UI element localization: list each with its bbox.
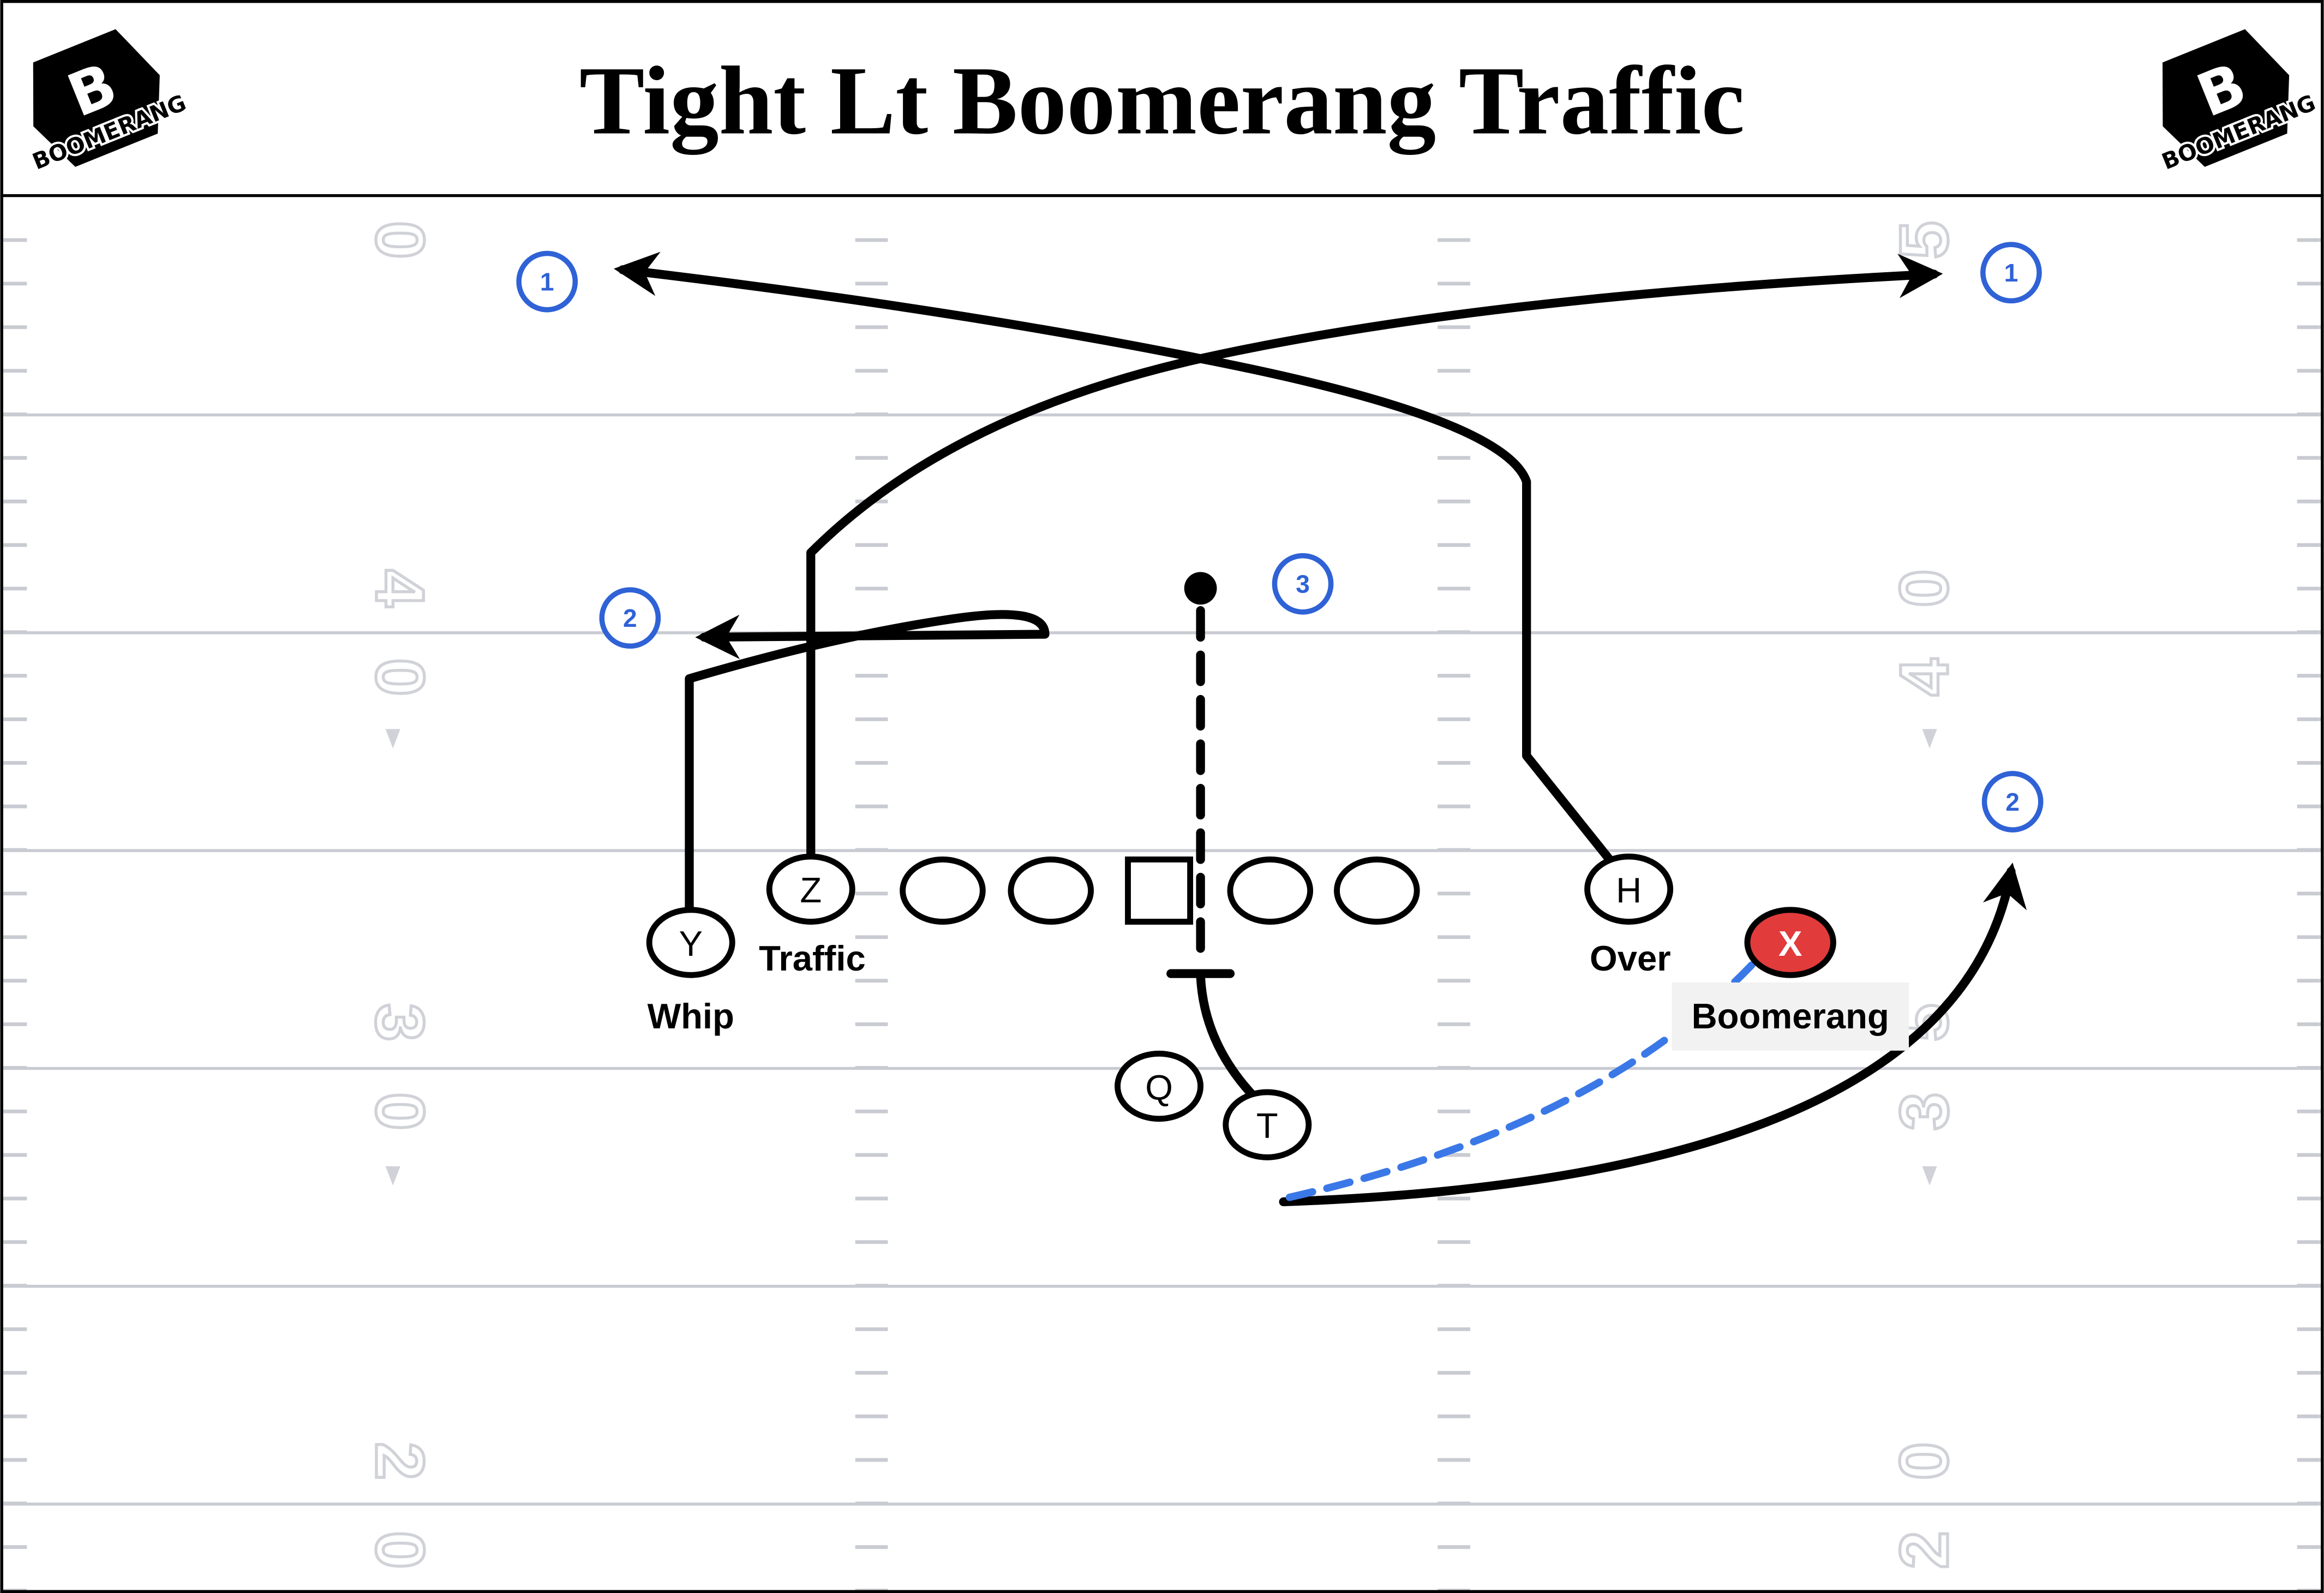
- player-letter: T: [1256, 1106, 1278, 1146]
- read-number: 1: [540, 267, 554, 296]
- player-letter: H: [1616, 870, 1642, 910]
- yard-number: 0: [362, 658, 438, 696]
- logo-badge-shape: [33, 29, 160, 167]
- player-label: Whip: [648, 996, 734, 1036]
- player-h: H Over: [1584, 853, 1674, 978]
- page-title: Tight Lt Boomerang Traffic: [579, 46, 1745, 155]
- player-letter: X: [1778, 924, 1802, 963]
- read-number: 2: [623, 604, 637, 632]
- yard-numbers-left: 0 4 0 3 0 2 0: [360, 220, 439, 1571]
- read-circle: [516, 250, 578, 313]
- player-circle: [1584, 853, 1674, 925]
- label-background: [1672, 982, 1909, 1051]
- lineman-right-guard: [1227, 857, 1314, 925]
- player-circle: [766, 853, 855, 925]
- yard-number: 5: [1886, 221, 1962, 259]
- lineman-left-tackle: [900, 857, 986, 925]
- read-badge-3: 3: [1272, 553, 1334, 615]
- t-motion-route: [1196, 971, 1261, 1104]
- player-circle: [1115, 1050, 1204, 1122]
- hash-marks: [3, 238, 2321, 1593]
- logo-badge-shape: [2163, 29, 2290, 167]
- yard-number: 3: [362, 1003, 438, 1041]
- read-number: 2: [2005, 788, 2020, 816]
- t-boomerang-route: [1279, 863, 2027, 1207]
- y-whip-route: [685, 610, 1050, 916]
- yard-number: 2: [1886, 1531, 1962, 1568]
- triangle-marker: [385, 1166, 400, 1186]
- player-z: Z Traffic: [759, 853, 866, 978]
- read-badge-2-left: 2: [599, 587, 661, 649]
- player-t: T: [1223, 1089, 1312, 1160]
- offensive-line: [900, 857, 1420, 925]
- yard-number: 4: [1886, 658, 1962, 696]
- yard-number: 0: [1886, 570, 1962, 607]
- z-traffic-route: [806, 254, 1943, 864]
- h-over-route: [614, 251, 1614, 864]
- lineman-right-tackle: [1334, 857, 1420, 925]
- yard-number: 0: [362, 1092, 438, 1130]
- triangle-marker: [1922, 1166, 1937, 1186]
- lineman-left-guard: [1008, 857, 1094, 925]
- player-letter: Q: [1145, 1067, 1173, 1107]
- yard-number: 0: [362, 221, 438, 259]
- player-circle: [646, 907, 735, 978]
- yard-number: 2: [362, 1442, 438, 1480]
- header-bar: [0, 0, 2324, 196]
- triangle-marker: [385, 729, 400, 748]
- player-circle-highlighted: [1744, 907, 1836, 978]
- player-y: Y Whip: [646, 907, 735, 1036]
- player-label: Boomerang: [1692, 996, 1889, 1036]
- routes: [614, 251, 2027, 1207]
- player-letter: Y: [679, 924, 702, 963]
- player-x: X Boomerang: [1672, 907, 1909, 1051]
- read-number: 1: [2004, 259, 2018, 287]
- direction-arrows: [385, 729, 1937, 1186]
- player-label: Traffic: [759, 938, 866, 978]
- read-circle: [1272, 553, 1334, 615]
- read-circle: [1980, 242, 2042, 304]
- read-badge-1-right: 1: [1980, 242, 2042, 304]
- yard-number: 0: [1886, 1442, 1962, 1480]
- read-circle: [1981, 771, 2044, 833]
- player-q: Q: [1115, 1050, 1204, 1122]
- player-letter: Z: [800, 870, 822, 910]
- yard-lines: [3, 413, 2321, 1506]
- yard-number: 0: [362, 1531, 438, 1568]
- read-badges: 1 1 2 2 3: [516, 242, 2044, 833]
- yard-number: 3: [1886, 1092, 1962, 1130]
- center-square: [1125, 857, 1194, 925]
- read-badge-1-left: 1: [516, 250, 578, 313]
- player-label: Over: [1590, 938, 1671, 978]
- read-number: 3: [1296, 570, 1310, 598]
- yard-numbers-right: 5 0 4 5 3 0 2: [1885, 220, 1963, 1571]
- yard-number: 4: [362, 570, 438, 607]
- read-circle: [599, 587, 661, 649]
- read-badge-2-right: 2: [1981, 771, 2044, 833]
- read-endpoint-dot: [1184, 572, 1217, 605]
- player-circle: [1223, 1089, 1312, 1160]
- triangle-marker: [1922, 729, 1937, 748]
